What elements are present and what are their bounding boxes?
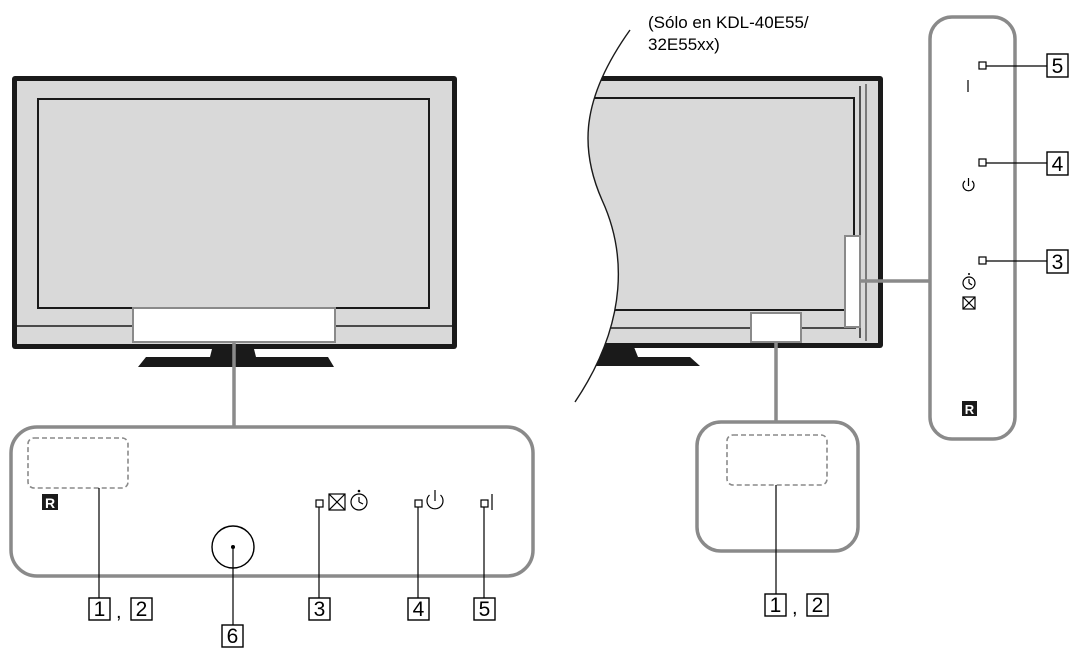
standby-power-icon [426,490,444,510]
remote-sensor-icon: R [42,494,58,511]
model-note-line2: 32E55xx) [648,35,720,54]
right-tv-sensor-highlight [750,312,802,343]
svg-text:1: 1 [770,594,782,617]
right-side-panel-detail: R [928,15,1047,441]
left-sensor-area [27,437,129,489]
side-picture-off-icon [962,296,976,310]
callout-left-separator: , [116,601,122,623]
svg-text:R: R [965,402,975,417]
callout-left-1: 1 [88,597,111,621]
timer-icon [350,489,368,511]
svg-text:2: 2 [136,598,148,621]
side-standby-icon [962,178,975,192]
callout-right-separator: , [792,597,798,619]
callout-left-6: 6 [221,624,244,648]
side-timer-icon [962,273,976,290]
left-tv-stand [138,349,334,367]
callout-left-3: 3 [308,597,331,621]
callout-left-4: 4 [407,597,430,621]
svg-text:6: 6 [227,625,239,648]
svg-text:4: 4 [1052,153,1064,176]
left-tv-screen [37,98,430,309]
callout-side-4: 4 [1046,151,1069,176]
svg-text:4: 4 [413,598,425,621]
left-front-panel-detail: R [9,425,535,625]
callout-left-5: 5 [473,597,496,621]
right-tv-stand [590,347,700,366]
right-tv-side-indicator-highlight [844,235,861,328]
right-tv-cut-mask [560,30,630,402]
left-tv [12,76,457,427]
svg-text:2: 2 [812,594,824,617]
right-side-panel-outline [928,15,1017,441]
callout-right-1: 1 [764,593,787,617]
svg-text:3: 3 [1052,251,1064,274]
right-tv [560,29,930,422]
right-tv-cut-line [574,29,631,403]
led-picture-off-timer [315,489,368,511]
model-note: (Sólo en KDL-40E55/ 32E55xx) [648,13,809,54]
svg-text:5: 5 [479,598,491,621]
svg-text:R: R [45,495,55,511]
right-tv-screen [579,97,855,311]
left-panel-outline [9,425,535,578]
callout-right-2: 2 [806,593,829,617]
callout-side-3: 3 [1046,249,1069,274]
callout-side-5: 5 [1046,53,1069,78]
right-bottom-panel-detail [695,420,860,594]
svg-text:3: 3 [314,598,326,621]
callout-left-2: 2 [130,597,153,621]
right-bottom-panel-outline [695,420,860,553]
svg-text:1: 1 [94,598,106,621]
model-note-line1: (Sólo en KDL-40E55/ [648,13,809,32]
left-tv-front-panel-highlight [132,307,336,343]
side-remote-sensor-icon: R [962,401,977,417]
svg-text:5: 5 [1052,55,1064,78]
right-sensor-area [726,434,828,486]
